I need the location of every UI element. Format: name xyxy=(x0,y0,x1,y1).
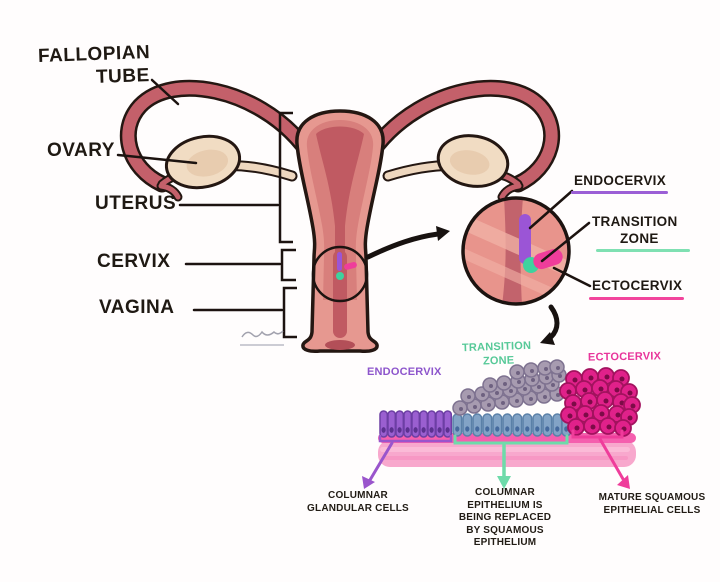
caption-right-line2: EPITHELIAL CELLS xyxy=(603,504,701,516)
inset-down-arrow xyxy=(540,304,560,345)
label-vagina: VAGINA xyxy=(99,297,175,318)
inset-pointer-lines xyxy=(528,189,592,288)
label-transition-line1: TRANSITION xyxy=(592,214,678,229)
cervix-focus-circle xyxy=(311,245,369,303)
caption-center-line3: BEING REPLACED xyxy=(458,512,552,523)
caption-left-line2: GLANDULAR CELLS xyxy=(307,502,409,514)
label-fallopian-line2: TUBE xyxy=(95,65,151,88)
caption-center-line5: EPITHELIUM xyxy=(473,537,537,548)
caption-center-line1: COLUMNAR xyxy=(475,487,535,498)
label-uterus: UTERUS xyxy=(95,193,177,214)
transition-columnar-cells xyxy=(452,413,572,437)
caption-left-line1: COLUMNAR xyxy=(328,490,388,501)
uterus-body xyxy=(295,109,385,353)
ovaries xyxy=(164,134,510,190)
ectocervix-squamous-cells xyxy=(559,367,641,437)
caption-center-line4: BY SQUAMOUS xyxy=(466,524,544,536)
artist-signature xyxy=(240,330,284,346)
fallopian-tubes xyxy=(119,79,561,202)
endocervix-underline xyxy=(571,191,668,194)
label-ectocervix: ECTOCERVIX xyxy=(592,278,683,293)
caption-arrows xyxy=(362,437,630,489)
label-cervix: CERVIX xyxy=(97,251,171,272)
transition-metaplastic-cells xyxy=(452,359,567,416)
caption-center-line2: EPITHELIUM IS xyxy=(467,499,543,511)
histology-label-ectocervix: ECTOCERVIX xyxy=(587,350,662,364)
caption-columnar-glandular: COLUMNAR GLANDULAR CELLS xyxy=(302,490,414,515)
endocervix-columnar-cells xyxy=(379,410,453,438)
caption-columnar-replaced: COLUMNAR EPITHELIUM IS BEING REPLACED BY… xyxy=(444,487,566,550)
histology-label-transition-line1: TRANSITION xyxy=(461,339,532,355)
label-pointer-lines xyxy=(116,78,284,312)
histology-brackets xyxy=(378,429,624,445)
histology-label-endocervix: ENDOCERVIX xyxy=(367,366,442,378)
label-ovary: OVARY xyxy=(47,140,115,161)
zoom-arrow xyxy=(365,226,450,260)
label-transition-line2: ZONE xyxy=(620,231,659,246)
ectocervix-underline xyxy=(589,297,684,300)
transition-underline xyxy=(596,249,690,252)
inset-circle xyxy=(461,196,571,306)
caption-right-line1: MATURE SQUAMOUS xyxy=(598,492,706,503)
anatomy-brackets xyxy=(278,111,297,339)
label-endocervix: ENDOCERVIX xyxy=(574,173,667,188)
label-fallopian-line1: FALLOPIAN xyxy=(37,42,151,67)
histology-label-transition-line2: ZONE xyxy=(482,354,515,368)
caption-mature-squamous: MATURE SQUAMOUS EPITHELIAL CELLS xyxy=(588,492,716,517)
